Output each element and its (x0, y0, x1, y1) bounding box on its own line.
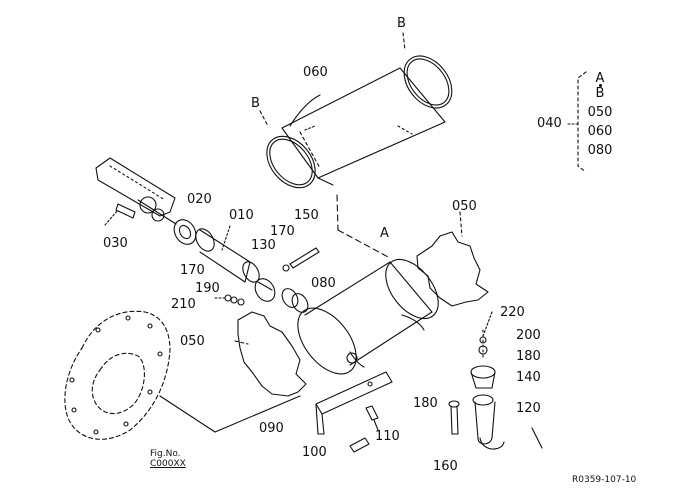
callout-190: 190 (195, 281, 220, 296)
bracket-090 (315, 371, 393, 435)
figure-reference: Fig.No. C000XX (150, 449, 186, 470)
gasket-020 (173, 219, 197, 245)
callout-020: 020 (187, 192, 212, 207)
kit-contents: A B 050 060 080 (583, 72, 617, 163)
kit-bracket (567, 71, 587, 173)
callout-b-top: B (397, 16, 406, 31)
callout-010: 010 (229, 208, 254, 223)
callout-170-upper: 170 (270, 224, 295, 239)
kit-item: 080 (587, 143, 613, 158)
callout-200: 200 (516, 328, 541, 343)
callout-050-right: 050 (452, 199, 477, 214)
bolt-110 (365, 405, 379, 431)
callout-210: 210 (171, 297, 196, 312)
clamp-bracket (95, 157, 177, 225)
callout-b-left: B (251, 96, 260, 111)
callout-110: 110 (375, 429, 400, 444)
gasket-b-upper (403, 55, 453, 109)
callout-030: 030 (103, 236, 128, 251)
kit-item: 060 (587, 124, 613, 139)
bolt-150 (289, 247, 320, 269)
end-plate-050-left (237, 311, 307, 397)
hose-clamp-130 (254, 278, 276, 302)
air-cleaner-housing (297, 258, 439, 375)
leader-b-left (259, 110, 269, 127)
gasket-b-left (266, 135, 316, 189)
callout-060: 060 (303, 65, 328, 80)
kit-item: B (595, 86, 605, 101)
centerline-upper (336, 194, 339, 231)
drawing-code: R0359-107-10 (572, 475, 637, 485)
bolt-100 (349, 437, 370, 453)
kit-separator-dot (598, 84, 602, 87)
callout-130: 130 (251, 238, 276, 253)
ring-080 (281, 288, 309, 313)
callout-170-lower: 170 (180, 263, 205, 278)
figure-label: Fig.No. (150, 449, 181, 459)
end-plate-050-right (416, 231, 489, 307)
mounting-base-plate (64, 310, 171, 440)
callout-160: 160 (433, 459, 458, 474)
bolt-030 (104, 203, 136, 226)
kit-item: A (595, 71, 605, 86)
callout-140: 140 (516, 370, 541, 385)
figure-code: C000XX (150, 459, 186, 470)
pin-170-upper (282, 264, 290, 272)
leader-b-top (402, 32, 406, 51)
callout-120: 120 (516, 401, 541, 416)
kit-number: 040 (537, 116, 562, 131)
callout-090: 090 (259, 421, 284, 436)
callout-a: A (380, 226, 389, 241)
kit-item: 050 (587, 105, 613, 120)
mounting-bolt-holes (69, 315, 163, 435)
callout-180-left: 180 (413, 396, 438, 411)
washers-190-210 (224, 294, 245, 306)
callout-220: 220 (500, 305, 525, 320)
callout-100: 100 (302, 445, 327, 460)
evacuator-valve-assembly (448, 365, 543, 450)
callout-050-left: 050 (180, 334, 205, 349)
filter-element-upper (281, 67, 446, 186)
callout-080: 080 (311, 276, 336, 291)
callout-180-right: 180 (516, 349, 541, 364)
callout-150: 150 (294, 208, 319, 223)
nut-220-washer-200 (478, 311, 493, 361)
